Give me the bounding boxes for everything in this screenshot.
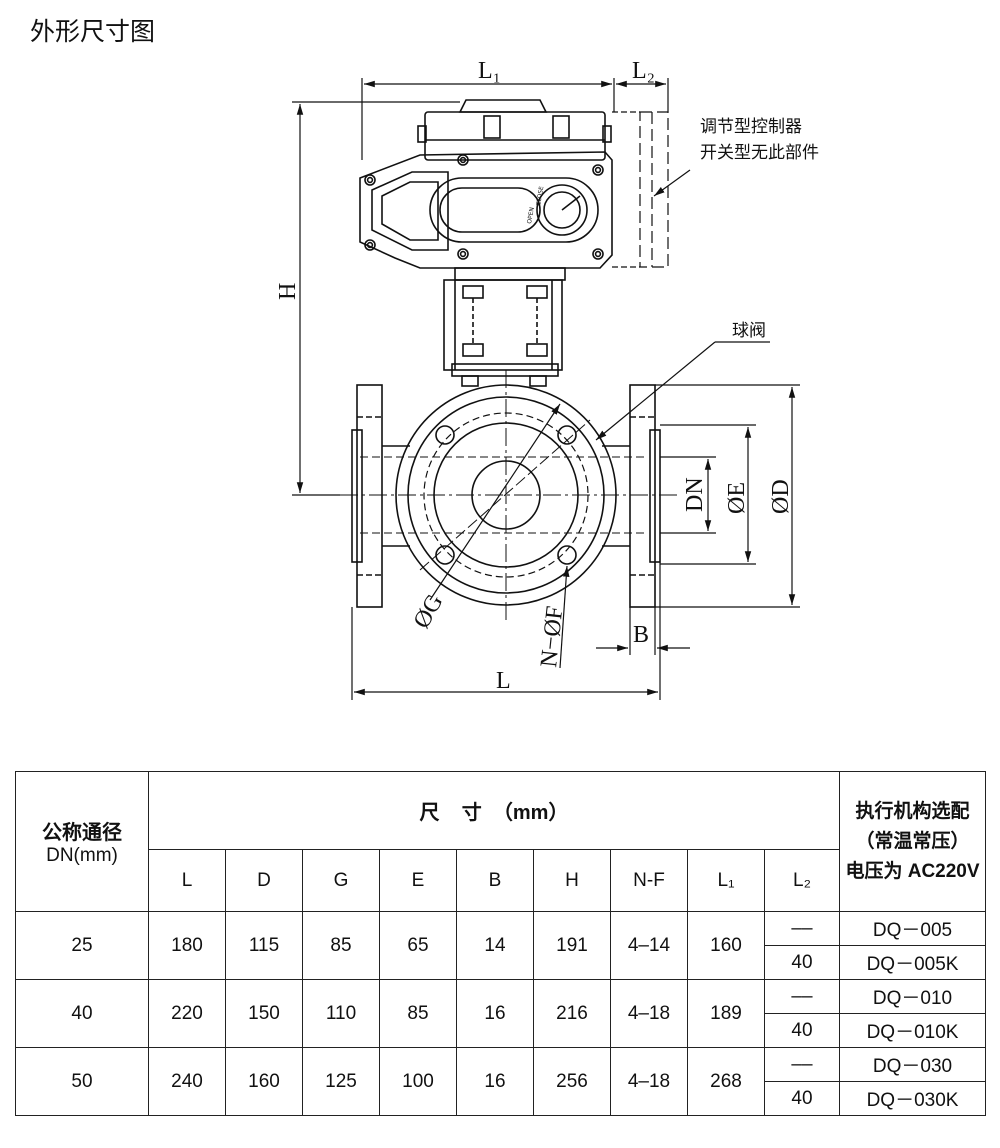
dim-D: ØD xyxy=(768,479,794,514)
dimension-table: 公称通径 DN(mm) 尺 寸 （mm） 执行机构选配 （常温常压） 电压为 A… xyxy=(15,771,986,1116)
dn-header-cell: 公称通径 DN(mm) xyxy=(15,771,149,912)
dn-cell: 40 xyxy=(15,979,149,1048)
actuator-body xyxy=(359,99,613,281)
value-cell-l2: –– xyxy=(764,979,840,1014)
column-header: B xyxy=(456,849,534,912)
actuator-model-cell: DQ－030K xyxy=(839,1081,986,1116)
value-cell-l2: 40 xyxy=(764,1013,840,1048)
dn-header-line2: DN(mm) xyxy=(46,845,118,866)
column-header: D xyxy=(225,849,303,912)
dim-L: L xyxy=(496,668,511,694)
value-cell-l1: 268 xyxy=(687,1047,765,1116)
dim-DN: DN xyxy=(682,477,708,512)
dim-L2: L₂ xyxy=(632,58,655,84)
value-cell-l2: –– xyxy=(764,1047,840,1082)
size-header: 尺 寸 （mm） xyxy=(148,771,840,850)
dim-B: B xyxy=(633,622,649,648)
dim-E: ØE xyxy=(724,482,750,514)
value-cell-e: 85 xyxy=(379,979,457,1048)
value-cell-h: 216 xyxy=(533,979,611,1048)
actuator-header-cell: 执行机构选配 （常温常压） 电压为 AC220V xyxy=(839,771,986,912)
value-cell-nf: 4–18 xyxy=(610,1047,688,1116)
column-header: N-F xyxy=(610,849,688,912)
dn-cell: 25 xyxy=(15,911,149,980)
actuator-model-cell: DQ－010 xyxy=(839,979,986,1014)
column-header: H xyxy=(533,849,611,912)
dial-close-label: CLOSE xyxy=(535,186,545,207)
value-cell-nf: 4–14 xyxy=(610,911,688,980)
value-cell-g: 125 xyxy=(302,1047,380,1116)
value-cell-l2: 40 xyxy=(764,945,840,980)
value-cell-d: 150 xyxy=(225,979,303,1048)
actuator-model-cell: DQ－005 xyxy=(839,911,986,946)
value-cell-l1: 160 xyxy=(687,911,765,980)
value-cell-d: 115 xyxy=(225,911,303,980)
valve-drawing: L₁ L₂ H DN ØE ØD ØG N−ØF B L 调节型控制器 开关型无… xyxy=(275,58,819,700)
value-cell-g: 110 xyxy=(302,979,380,1048)
actuator-header-line1: 执行机构选配 xyxy=(855,800,970,822)
value-cell-b: 16 xyxy=(456,979,534,1048)
value-cell-b: 16 xyxy=(456,1047,534,1116)
value-cell-d: 160 xyxy=(225,1047,303,1116)
ball-valve-label: 球阀 xyxy=(732,321,766,341)
dim-H: H xyxy=(275,283,301,300)
value-cell-l1: 189 xyxy=(687,979,765,1048)
value-cell-l: 220 xyxy=(148,979,226,1048)
value-cell-l: 240 xyxy=(148,1047,226,1116)
dn-cell: 50 xyxy=(15,1047,149,1116)
column-header: E xyxy=(379,849,457,912)
value-cell-l2: 40 xyxy=(764,1081,840,1116)
dial-open-label: OPEN xyxy=(526,207,536,225)
column-header: L₂ xyxy=(764,849,840,912)
actuator-model-cell: DQ－005K xyxy=(839,945,986,980)
page-title: 外形尺寸图 xyxy=(30,17,156,46)
dim-G: ØG xyxy=(409,590,449,633)
column-header: G xyxy=(302,849,380,912)
value-cell-h: 256 xyxy=(533,1047,611,1116)
controller-note-line1: 调节型控制器 xyxy=(700,117,802,137)
value-cell-b: 14 xyxy=(456,911,534,980)
dn-header-line1: 公称通径 xyxy=(42,822,122,844)
value-cell-nf: 4–18 xyxy=(610,979,688,1048)
actuator-header-line2: （常温常压） xyxy=(855,830,970,852)
column-header: L₁ xyxy=(687,849,765,912)
value-cell-e: 100 xyxy=(379,1047,457,1116)
actuator-header-line3: 电压为 AC220V xyxy=(845,860,980,882)
dim-L1: L₁ xyxy=(478,58,501,84)
actuator-model-cell: DQ－030 xyxy=(839,1047,986,1082)
dimension-lines xyxy=(292,78,800,700)
value-cell-l: 180 xyxy=(148,911,226,980)
value-cell-h: 191 xyxy=(533,911,611,980)
valve-body xyxy=(340,370,680,620)
dim-NF: N−ØF xyxy=(536,605,568,669)
actuator-model-cell: DQ－010K xyxy=(839,1013,986,1048)
column-header: L xyxy=(148,849,226,912)
mounting-bracket xyxy=(443,279,563,387)
value-cell-e: 65 xyxy=(379,911,457,980)
value-cell-g: 85 xyxy=(302,911,380,980)
value-cell-l2: –– xyxy=(764,911,840,946)
controller-note-line2: 开关型无此部件 xyxy=(700,143,819,163)
